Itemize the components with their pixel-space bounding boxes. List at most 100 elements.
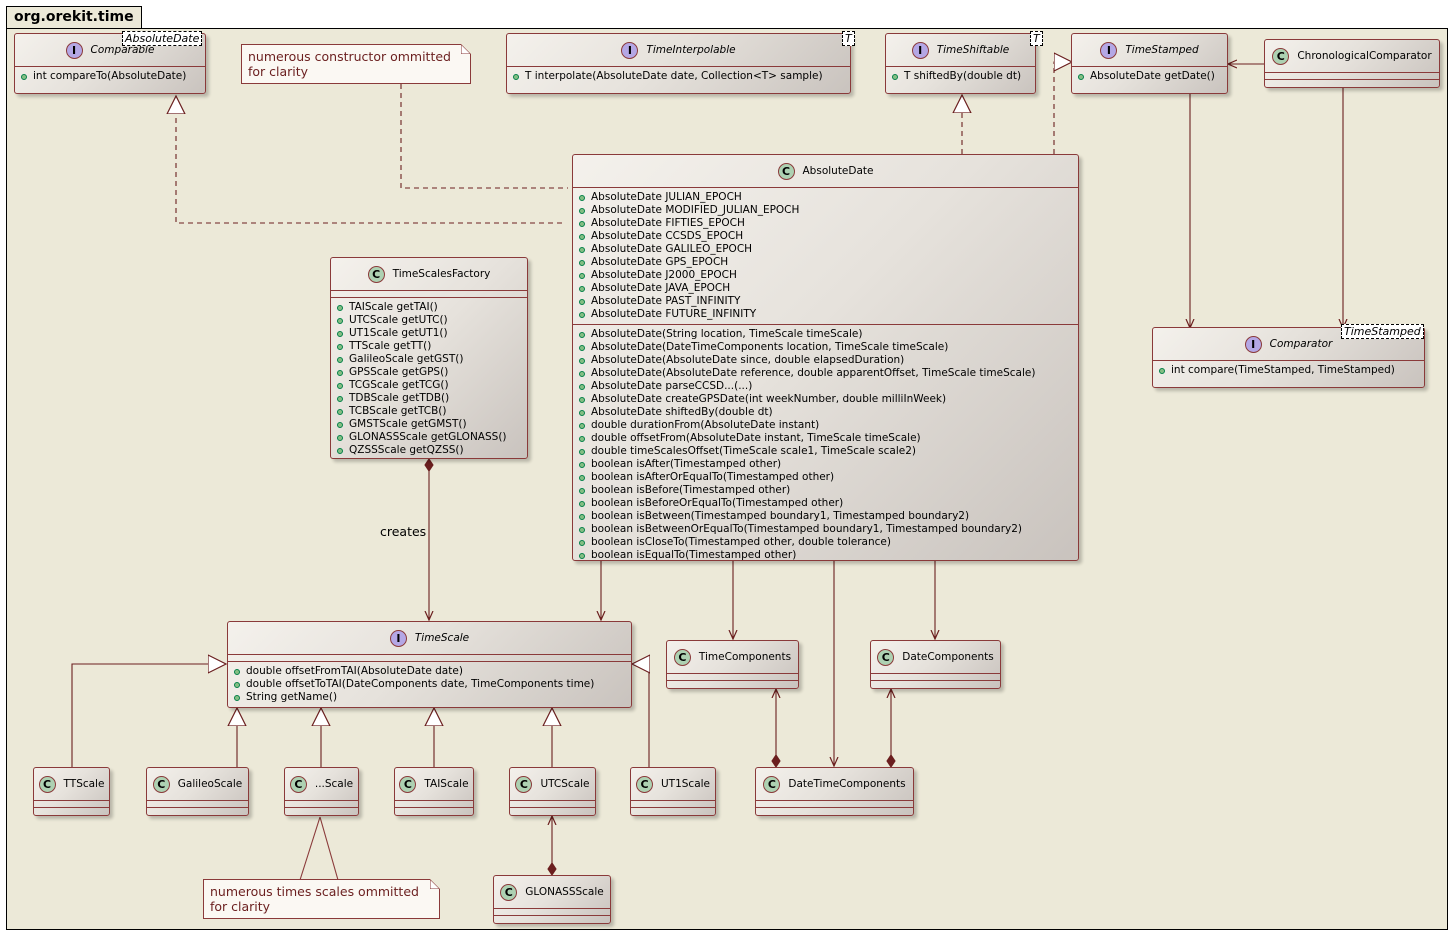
interface-badge-icon: I [1100, 41, 1118, 59]
glonassscale-class[interactable]: C GLONASSScale [493, 875, 611, 924]
member-row: double durationFrom(AbsoluteDate instant… [579, 419, 1072, 432]
class-name: DateComponents [902, 651, 994, 663]
member-row: UTCScale getUTC() [337, 314, 521, 327]
class-name: Comparable [90, 44, 155, 56]
note-line: for clarity [210, 899, 271, 914]
public-member-icon [234, 668, 240, 675]
public-member-icon [579, 448, 585, 455]
member: GPSScale getGPS() [349, 366, 449, 378]
method: T interpolate(AbsoluteDate date, Collect… [525, 70, 823, 82]
member-row: TCBScale getTCB() [337, 405, 521, 418]
edge-label-creates: creates [380, 524, 427, 539]
ttscale-class[interactable]: C TTScale [33, 767, 110, 816]
note-line: for clarity [248, 64, 309, 79]
type-param: T [1030, 31, 1043, 46]
public-member-icon [579, 298, 585, 305]
member-row: boolean isBetween(Timestamped boundary1,… [579, 510, 1072, 523]
member: AbsoluteDate MODIFIED_JULIAN_EPOCH [591, 204, 800, 216]
public-member-icon [337, 369, 343, 376]
public-member-icon [579, 272, 585, 279]
member-row: GLONASSScale getGLONASS() [337, 431, 521, 444]
datetimecomponents-class[interactable]: C DateTimeComponents [755, 767, 914, 816]
member-row: AbsoluteDate(AbsoluteDate since, double … [579, 354, 1072, 367]
class-badge-icon: C [500, 883, 518, 901]
member: AbsoluteDate JULIAN_EPOCH [591, 191, 742, 203]
member: boolean isBefore(Timestamped other) [591, 484, 791, 496]
member-row: double offsetFromTAI(AbsoluteDate date) [234, 665, 625, 678]
member: boolean isBeforeOrEqualTo(Timestamped ot… [591, 497, 844, 509]
class-name: GLONASSScale [525, 886, 604, 898]
public-method-icon [1078, 73, 1084, 80]
note-scales: numerous times scales ommitted for clari… [203, 879, 440, 919]
member-row: AbsoluteDate(AbsoluteDate reference, dou… [579, 367, 1072, 380]
public-member-icon [337, 447, 343, 454]
type-param: TimeStamped [1341, 324, 1424, 339]
member: TCBScale getTCB() [349, 405, 447, 417]
class-name: DateTimeComponents [788, 778, 906, 790]
methods-section: TAIScale getTAI()UTCScale getUTC()UT1Sca… [331, 298, 527, 460]
public-member-icon [579, 220, 585, 227]
public-member-icon [579, 246, 585, 253]
public-member-icon [579, 474, 585, 481]
public-member-icon [579, 461, 585, 468]
member-row: AbsoluteDate CCSDS_EPOCH [579, 230, 1072, 243]
member-row: boolean isAfter(Timestamped other) [579, 458, 1072, 471]
class-badge-icon: C [673, 648, 691, 666]
public-member-icon [337, 343, 343, 350]
member: AbsoluteDate(String location, TimeScale … [591, 328, 863, 340]
member-row: AbsoluteDate MODIFIED_JULIAN_EPOCH [579, 204, 1072, 217]
public-method-icon [1159, 367, 1165, 374]
otherscale-class[interactable]: C...Scale [284, 767, 359, 816]
class-name: ...Scale [314, 778, 354, 790]
member: AbsoluteDate FUTURE_INFINITY [591, 308, 757, 320]
class-badge-icon: C [152, 775, 170, 793]
member-row: UT1Scale getUT1() [337, 327, 521, 340]
member: AbsoluteDate GALILEO_EPOCH [591, 243, 753, 255]
member: double timeScalesOffset(TimeScale scale1… [591, 445, 917, 457]
method: int compareTo(AbsoluteDate) [33, 70, 187, 82]
class-badge-icon: C [515, 775, 533, 793]
public-member-icon [579, 331, 585, 338]
class-badge-icon: C [38, 775, 56, 793]
class-badge-icon: C [635, 775, 653, 793]
type-param: AbsoluteDate [122, 31, 203, 46]
public-member-icon [579, 539, 585, 546]
member: AbsoluteDate(DateTimeComponents location… [591, 341, 949, 353]
public-member-icon [579, 207, 585, 214]
public-member-icon [579, 513, 585, 520]
class-name: TimeInterpolable [646, 44, 736, 56]
member: boolean isAfterOrEqualTo(Timestamped oth… [591, 471, 835, 483]
member: AbsoluteDate GPS_EPOCH [591, 256, 729, 268]
member: double offsetToTAI(DateComponents date, … [246, 678, 595, 690]
member: AbsoluteDate FIFTIES_EPOCH [591, 217, 745, 229]
member-row: AbsoluteDate(String location, TimeScale … [579, 328, 1072, 341]
member-row: boolean isAfterOrEqualTo(Timestamped oth… [579, 471, 1072, 484]
interface-badge-icon: I [389, 629, 407, 647]
class-name: TTScale [63, 778, 105, 790]
member-row: double offsetFrom(AbsoluteDate instant, … [579, 432, 1072, 445]
public-member-icon [579, 311, 585, 318]
method: T shiftedBy(double dt) [904, 70, 1022, 82]
member-row: QZSSScale getQZSS() [337, 444, 521, 457]
member: AbsoluteDate parseCCSD...(...) [591, 380, 753, 392]
class-badge-icon: C [763, 775, 781, 793]
member-row: double timeScalesOffset(TimeScale scale1… [579, 445, 1072, 458]
member-row: GPSScale getGPS() [337, 366, 521, 379]
class-name: TimeScalesFactory [392, 268, 491, 280]
member-row: boolean isCloseTo(Timestamped other, dou… [579, 536, 1072, 549]
public-member-icon [579, 422, 585, 429]
public-method-icon [21, 73, 27, 80]
